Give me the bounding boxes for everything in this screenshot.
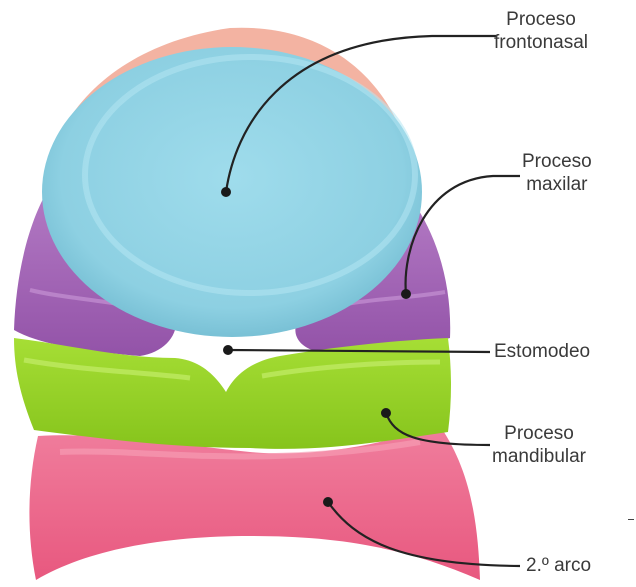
label-maxilar-line1: Proceso [522, 150, 592, 173]
label-arco: 2.º arco [526, 554, 591, 577]
dot-mandibular [381, 408, 391, 418]
label-maxilar: Proceso maxilar [522, 150, 592, 196]
mandibular-process-shape [14, 338, 451, 449]
label-frontonasal: Proceso frontonasal [494, 8, 588, 54]
dot-frontonasal [221, 187, 231, 197]
edge-tick-mark [628, 519, 634, 520]
label-frontonasal-line1: Proceso [494, 8, 588, 31]
label-estomodeo: Estomodeo [494, 340, 590, 363]
dot-maxilar [401, 289, 411, 299]
label-maxilar-line2: maxilar [522, 173, 592, 196]
leader-estomodeo [228, 350, 490, 352]
label-frontonasal-line2: frontonasal [494, 31, 588, 54]
label-mandibular-line2: mandibular [492, 445, 586, 468]
label-mandibular-line1: Proceso [492, 422, 586, 445]
label-arco-line1: 2.º arco [526, 554, 591, 577]
label-mandibular: Proceso mandibular [492, 422, 586, 468]
dot-estomodeo [223, 345, 233, 355]
label-estomodeo-line1: Estomodeo [494, 340, 590, 363]
dot-arco [323, 497, 333, 507]
